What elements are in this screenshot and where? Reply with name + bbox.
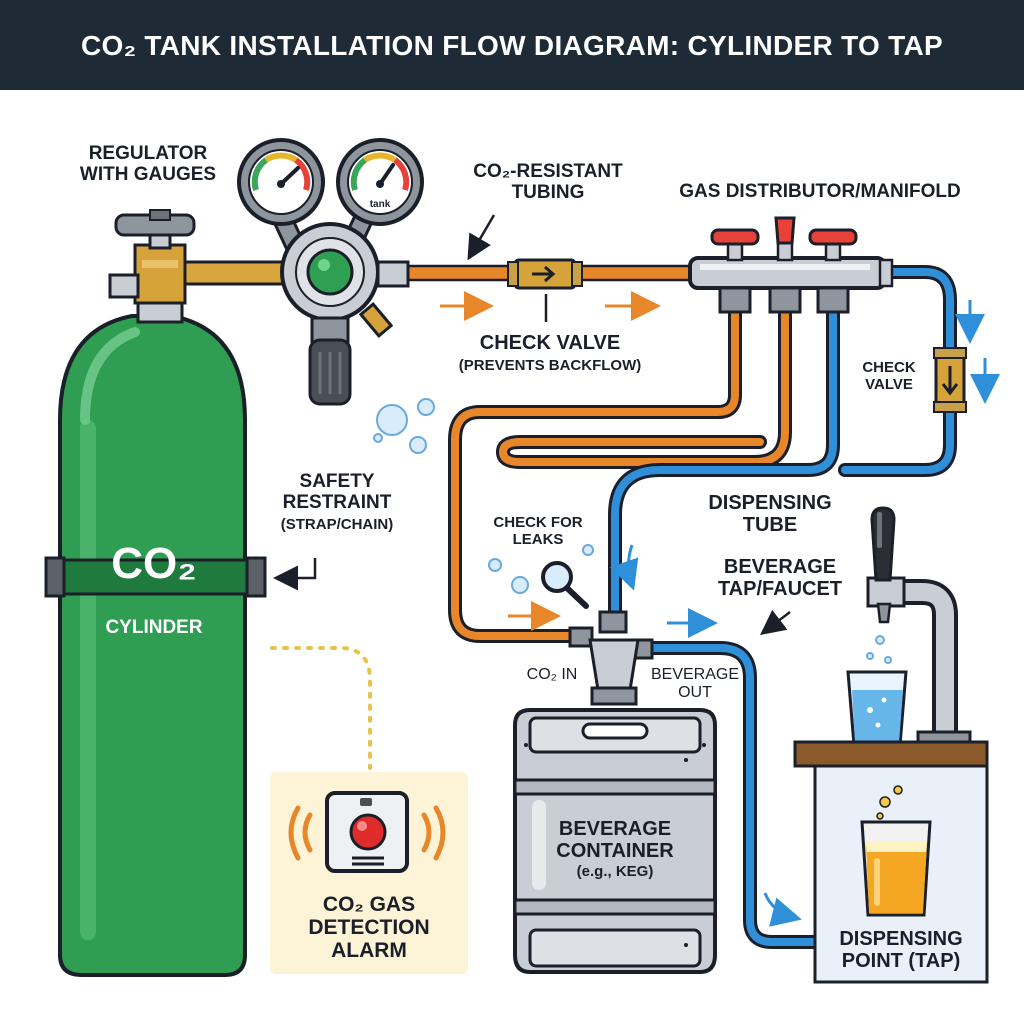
keg	[513, 708, 717, 974]
alarm-label: CO₂ GAS DETECTION ALARM	[270, 893, 468, 962]
check-valve-top-label: CHECK VALVE (PREVENTS BACKFLOW)	[450, 332, 650, 375]
alarm-label-line1: CO₂ GAS	[322, 893, 416, 916]
coupler-out-line2: OUT	[678, 683, 712, 701]
check-valve-right	[933, 347, 967, 413]
regulator: tank	[237, 138, 424, 406]
tap-label-line2: TAP/FAUCET	[717, 578, 843, 600]
dispensing-point-line2: POINT (TAP)	[841, 950, 961, 972]
tubing-label-line1: CO₂-RESISTANT	[473, 161, 623, 182]
dispensing-tube-line2: TUBE	[742, 514, 798, 536]
cylinder-label: CYLINDER	[105, 617, 203, 638]
gas-bubbles	[373, 398, 435, 454]
check-valve-right-line2: VALVE	[865, 375, 913, 393]
flow-arrows	[440, 291, 1000, 927]
flow-diagram: tank	[44, 138, 1000, 984]
regulator-label-line1: REGULATOR	[88, 143, 208, 164]
leak-check-magnifier-icon	[488, 544, 594, 609]
keg-label-line1: BEVERAGE	[558, 818, 672, 840]
coupler-in-label: CO₂ IN	[526, 666, 578, 683]
tubing-label-line2: TUBING	[511, 181, 585, 203]
high-pressure-gauge: tank	[336, 138, 424, 226]
safety-restraint-label: SAFETY RESTRAINT (STRAP/CHAIN)	[262, 471, 412, 533]
alarm-dotted-line	[270, 646, 372, 770]
coupler-out-line1: BEVERAGE	[650, 666, 740, 683]
check-valve-top-sublabel: (PREVENTS BACKFLOW)	[458, 357, 642, 374]
cylinder-valve-body	[133, 243, 187, 305]
dispensing-tube-label: DISPENSING TUBE	[690, 492, 850, 536]
check-valve-right-label: CHECK VALVE	[850, 359, 928, 393]
keg-label-line3: (e.g., KEG)	[576, 863, 654, 880]
alarm-sound-waves-left	[288, 805, 313, 861]
safety-restraint-line2: RESTRAINT	[282, 491, 392, 513]
gauge-tank-text: tank	[370, 199, 391, 210]
header-bar: CO₂ TANK INSTALLATION FLOW DIAGRAM: CYLI…	[0, 0, 1024, 90]
water-glass	[846, 635, 908, 747]
alarm-label-line3: ALARM	[331, 939, 407, 963]
alarm-sound-waves-right	[421, 805, 446, 861]
check-valve-top	[507, 258, 583, 322]
pointer-restraint	[273, 558, 317, 591]
safety-strap	[44, 556, 267, 598]
page-title: CO₂ TANK INSTALLATION FLOW DIAGRAM: CYLI…	[81, 30, 943, 61]
label-pointers	[273, 214, 791, 636]
gas-alarm	[270, 646, 468, 974]
manifold-label: GAS DISTRIBUTOR/MANIFOLD	[679, 181, 961, 202]
regulator-label: REGULATOR WITH GAUGES	[66, 143, 230, 186]
keg-coupler	[568, 610, 654, 706]
manifold-valve-handle-2	[774, 216, 796, 245]
leak-check-line2: LEAKS	[512, 530, 564, 548]
check-valve-right-line1: CHECK	[862, 359, 916, 376]
tap-handle	[870, 506, 896, 582]
tubing-label: CO₂-RESISTANT TUBING	[448, 161, 648, 204]
alarm-label-line2: DETECTION	[308, 916, 430, 940]
tap-label: BEVERAGE TAP/FAUCET	[700, 556, 860, 600]
flow-arrow-blue-5	[763, 892, 802, 927]
dispensing-point-label: DISPENSING POINT (TAP)	[815, 928, 987, 972]
manifold-valve-handle-1	[710, 228, 760, 246]
low-pressure-gauge	[237, 138, 325, 226]
keg-label: BEVERAGE CONTAINER (e.g., KEG)	[515, 818, 715, 881]
leak-check-line1: CHECK FOR	[493, 514, 583, 531]
safety-restraint-line3: (STRAP/CHAIN)	[280, 515, 394, 533]
dispensing-point-line1: DISPENSING	[839, 928, 963, 950]
flow-arrow-blue-3	[609, 544, 639, 591]
leak-check-label: CHECK FOR LEAKS	[478, 514, 598, 548]
check-valve-top-title: CHECK VALVE	[479, 332, 621, 354]
co2-cylinder	[58, 209, 247, 977]
pointer-tap	[760, 609, 791, 636]
gas-manifold	[688, 216, 894, 314]
alarm-light-icon	[349, 813, 387, 851]
regulator-label-line2: WITH GAUGES	[79, 163, 217, 185]
pointer-tubing	[467, 214, 496, 261]
dispensing-tube-line1: DISPENSING	[708, 492, 832, 514]
tap-label-line1: BEVERAGE	[723, 556, 837, 578]
coupler-out-label: BEVERAGE OUT	[640, 666, 750, 701]
keg-label-line2: CONTAINER	[556, 840, 674, 862]
cylinder-gas-label: CO₂	[111, 539, 197, 588]
safety-restraint-line1: SAFETY	[299, 471, 375, 492]
manifold-valve-handle-3	[808, 228, 858, 246]
beer-glass	[860, 785, 932, 917]
